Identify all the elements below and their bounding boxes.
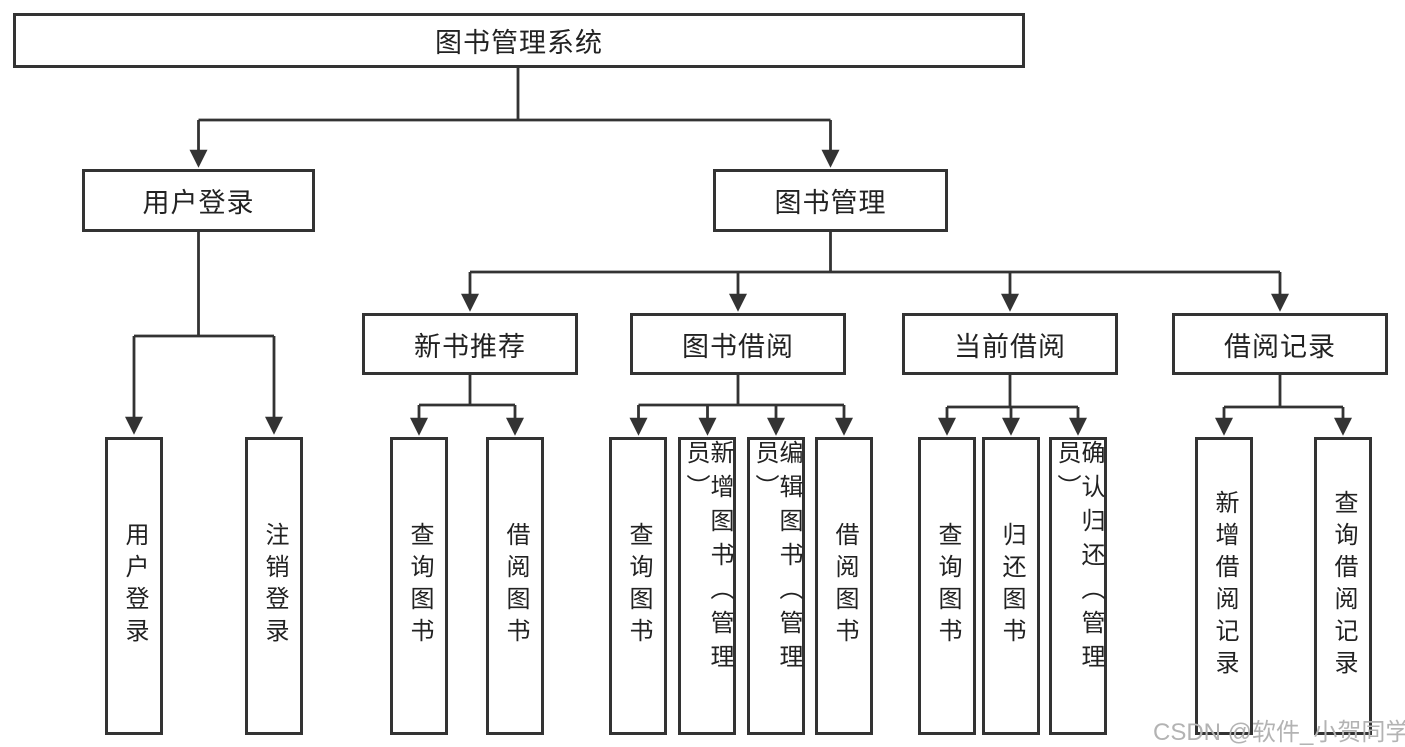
connector-bookborrow-bus bbox=[638, 375, 844, 407]
connector-records-bus bbox=[1224, 375, 1343, 409]
leaf-edit-book-admin: 编辑图书（管理员） bbox=[747, 437, 805, 735]
leaf-borrow-books-2: 借阅图书 bbox=[815, 437, 873, 735]
node-new-book-recommend: 新书推荐 bbox=[362, 313, 578, 375]
node-user-login: 用户登录 bbox=[82, 169, 315, 232]
leaf-confirm-return-admin-label: 确认归还（管理员） bbox=[1053, 440, 1104, 678]
leaf-query-books-2-label: 查询图书 bbox=[625, 522, 652, 650]
node-book-borrowing: 图书借阅 bbox=[630, 313, 846, 375]
connector-userlogin-bus bbox=[134, 232, 274, 338]
leaf-return-books: 归还图书 bbox=[982, 437, 1040, 735]
connector-root-bus bbox=[198, 68, 831, 122]
leaf-query-books-1-label: 查询图书 bbox=[406, 522, 433, 650]
csdn-watermark: CSDN @软件_小贺同学 bbox=[1153, 719, 1405, 746]
leaf-borrow-books-1-label: 借阅图书 bbox=[502, 522, 529, 650]
leaf-borrow-books-1: 借阅图书 bbox=[486, 437, 544, 735]
node-book-management: 图书管理 bbox=[713, 169, 948, 232]
node-user-login-label: 用户登录 bbox=[142, 188, 255, 218]
node-new-book-recommend-label: 新书推荐 bbox=[414, 331, 526, 362]
leaf-borrow-books-2-label: 借阅图书 bbox=[831, 522, 858, 650]
leaf-return-books-label: 归还图书 bbox=[998, 522, 1025, 650]
leaf-query-books-3: 查询图书 bbox=[918, 437, 976, 735]
connector-currentborrow-bus bbox=[947, 375, 1078, 409]
leaf-add-book-admin-label: 新增图书（管理员） bbox=[682, 440, 733, 678]
leaf-query-borrow-record-label: 查询借阅记录 bbox=[1330, 490, 1357, 682]
node-root: 图书管理系统 bbox=[13, 13, 1025, 68]
leaf-edit-book-admin-label: 编辑图书（管理员） bbox=[751, 440, 802, 678]
leaf-add-book-admin: 新增图书（管理员） bbox=[678, 437, 736, 735]
leaf-add-borrow-record: 新增借阅记录 bbox=[1195, 437, 1253, 735]
connector-bookmgmt-bus bbox=[470, 232, 1280, 274]
leaf-confirm-return-admin: 确认归还（管理员） bbox=[1049, 437, 1107, 735]
node-current-borrowing: 当前借阅 bbox=[902, 313, 1118, 375]
node-current-borrowing-label: 当前借阅 bbox=[954, 331, 1066, 362]
connector-newbook-bus bbox=[419, 375, 515, 407]
node-book-borrowing-label: 图书借阅 bbox=[682, 331, 794, 362]
leaf-logout-label: 注销登录 bbox=[261, 522, 288, 650]
leaf-query-books-1: 查询图书 bbox=[390, 437, 448, 735]
leaf-query-books-2: 查询图书 bbox=[609, 437, 667, 735]
leaf-query-books-3-label: 查询图书 bbox=[934, 522, 961, 650]
leaf-user-login: 用户登录 bbox=[105, 437, 163, 735]
leaf-add-borrow-record-label: 新增借阅记录 bbox=[1211, 490, 1238, 682]
leaf-user-login-label: 用户登录 bbox=[121, 522, 148, 650]
node-book-management-label: 图书管理 bbox=[774, 188, 887, 218]
leaf-query-borrow-record: 查询借阅记录 bbox=[1314, 437, 1372, 735]
node-borrowing-records-label: 借阅记录 bbox=[1224, 331, 1336, 362]
node-root-label: 图书管理系统 bbox=[435, 28, 603, 58]
leaf-logout: 注销登录 bbox=[245, 437, 303, 735]
node-borrowing-records: 借阅记录 bbox=[1172, 313, 1388, 375]
